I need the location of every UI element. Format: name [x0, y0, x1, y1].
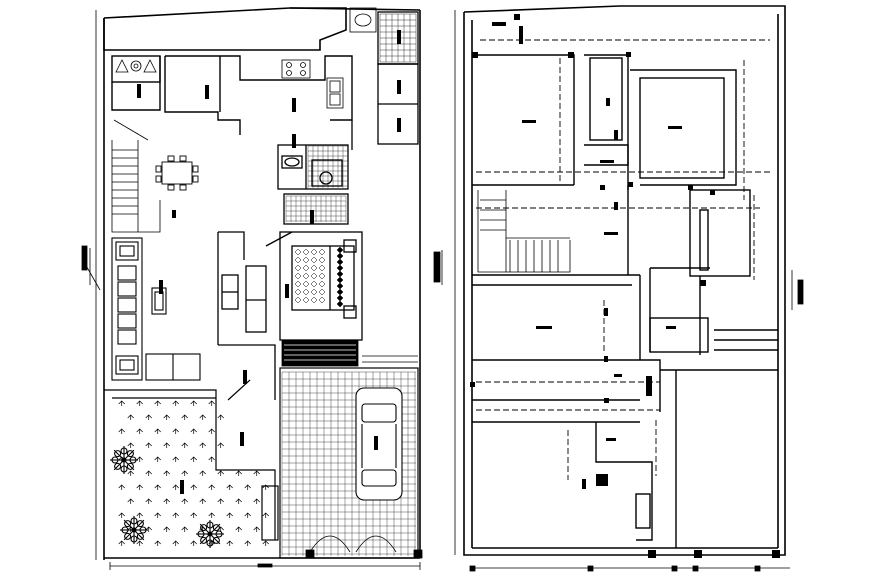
staircase	[111, 119, 161, 233]
plant-icon	[110, 446, 138, 474]
store-tiles	[379, 13, 417, 63]
structural-layout-plan	[433, 5, 804, 572]
entrance-steps	[281, 339, 418, 367]
plant-icon	[196, 520, 224, 548]
wardrobe-icon	[245, 265, 267, 333]
lawn	[104, 379, 279, 541]
sink-icon	[326, 7, 377, 109]
outer-wall	[103, 7, 421, 560]
sofa-icon	[111, 237, 201, 381]
dining-table-icon	[155, 155, 199, 191]
structural-walls	[472, 54, 778, 548]
lawn-pattern	[110, 400, 269, 548]
plant-icon	[120, 516, 148, 544]
bed-pattern	[294, 246, 344, 308]
room-label-marks	[522, 120, 682, 489]
beam-lines	[476, 39, 770, 480]
bed-icon	[291, 245, 355, 311]
toilet-icon	[319, 171, 333, 185]
toilet-tiles	[285, 145, 349, 222]
stove-icon	[115, 59, 311, 79]
ground-floor-plan	[81, 7, 423, 570]
bedroom	[279, 231, 363, 341]
car-icon	[355, 387, 403, 501]
site-boundary	[463, 5, 786, 556]
columns	[470, 14, 780, 558]
dimension-lines-right	[433, 10, 804, 572]
kitchen-wall	[111, 55, 353, 135]
staircase	[477, 190, 571, 273]
car-parking	[279, 367, 419, 559]
dimension-lines-left	[81, 10, 421, 570]
room-label-marks	[137, 30, 401, 494]
store-rooms	[351, 11, 419, 150]
parking-gate	[305, 535, 423, 559]
living-area	[217, 231, 293, 400]
